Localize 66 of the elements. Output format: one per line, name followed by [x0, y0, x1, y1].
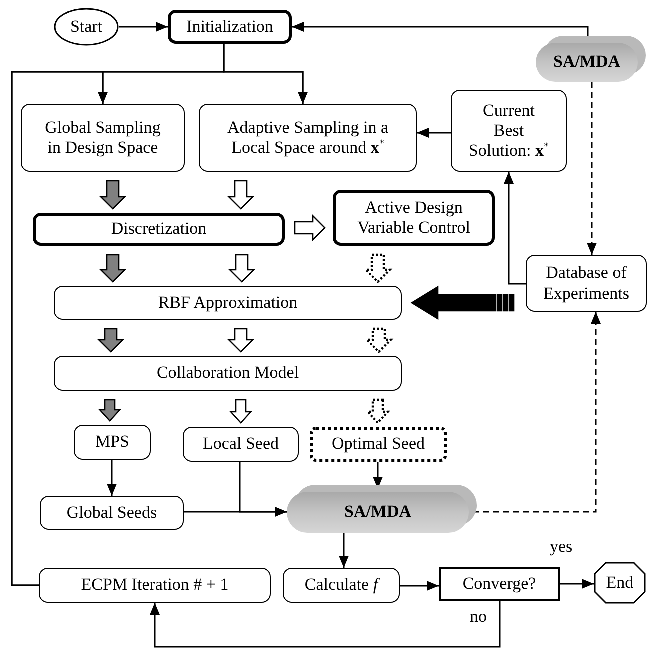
process-box	[33, 213, 285, 246]
arrow	[150, 601, 501, 648]
block-arrow	[410, 286, 515, 320]
box-label: Discretization	[110, 219, 208, 240]
block-arrow	[227, 328, 255, 353]
block-arrow	[227, 180, 255, 210]
arrow	[119, 22, 168, 32]
process-box	[40, 496, 184, 530]
arrow	[504, 172, 526, 285]
block-arrow	[363, 254, 393, 284]
box-label: End	[605, 572, 635, 594]
box-label: SA/MDA	[552, 52, 622, 73]
box-label: SA/MDA	[343, 502, 413, 523]
box-label: Active Design Variable Control	[356, 198, 472, 238]
process-box	[310, 427, 447, 462]
process-pill	[287, 485, 477, 533]
terminal-oval	[54, 8, 119, 46]
arrow	[107, 460, 117, 496]
block-arrow	[99, 254, 127, 283]
box-label: MPS	[94, 432, 131, 453]
block-arrow	[228, 254, 256, 283]
process-box	[54, 356, 402, 391]
block-arrow	[99, 180, 127, 210]
box-label: ECPM Iteration # + 1	[80, 575, 230, 596]
arrow	[292, 22, 589, 36]
process-box	[21, 104, 185, 172]
block-arrow	[366, 398, 390, 425]
arrow	[560, 579, 594, 589]
process-box	[199, 104, 417, 172]
process-box	[526, 255, 647, 312]
box-label: Adaptive Sampling in a Local Space around x$^{*}$	[226, 118, 390, 158]
process-pill	[536, 36, 646, 82]
process-box	[168, 10, 292, 44]
box-label: Initialization	[186, 16, 274, 38]
box-label: Local Seed	[202, 434, 280, 455]
box-label: Start	[69, 16, 104, 38]
box-label: RBF Approximation	[157, 292, 299, 314]
dashed-arrow	[473, 312, 601, 513]
arrow	[400, 581, 439, 591]
block-arrow	[294, 214, 326, 242]
process-box	[54, 286, 402, 320]
arrow	[417, 128, 451, 138]
dashed-arrow	[587, 82, 597, 255]
block-arrow	[98, 399, 122, 422]
decision-box	[439, 567, 560, 601]
box-label: Current Best Solution: x$^{*}$	[468, 100, 550, 162]
block-arrow	[97, 328, 125, 353]
box-label: Database of Experiments	[542, 263, 630, 304]
box-label: Converge?	[462, 574, 538, 594]
end-octagon	[594, 562, 646, 604]
process-box	[451, 90, 567, 172]
block-arrow	[364, 328, 394, 354]
block-arrow	[230, 399, 252, 424]
box-label: Collaboration Model	[156, 363, 300, 384]
box-label: Optimal Seed	[330, 434, 426, 455]
box-label: Calculate f	[304, 575, 380, 596]
process-box	[283, 568, 400, 603]
process-box	[333, 190, 495, 246]
process-box	[183, 427, 299, 462]
arrow	[11, 71, 308, 586]
process-box	[39, 568, 271, 603]
box-label: Global Sampling in Design Space	[44, 118, 162, 158]
arrow	[239, 462, 287, 517]
arrow	[339, 533, 349, 568]
process-box	[74, 425, 151, 460]
box-label: Global Seeds	[66, 502, 158, 524]
